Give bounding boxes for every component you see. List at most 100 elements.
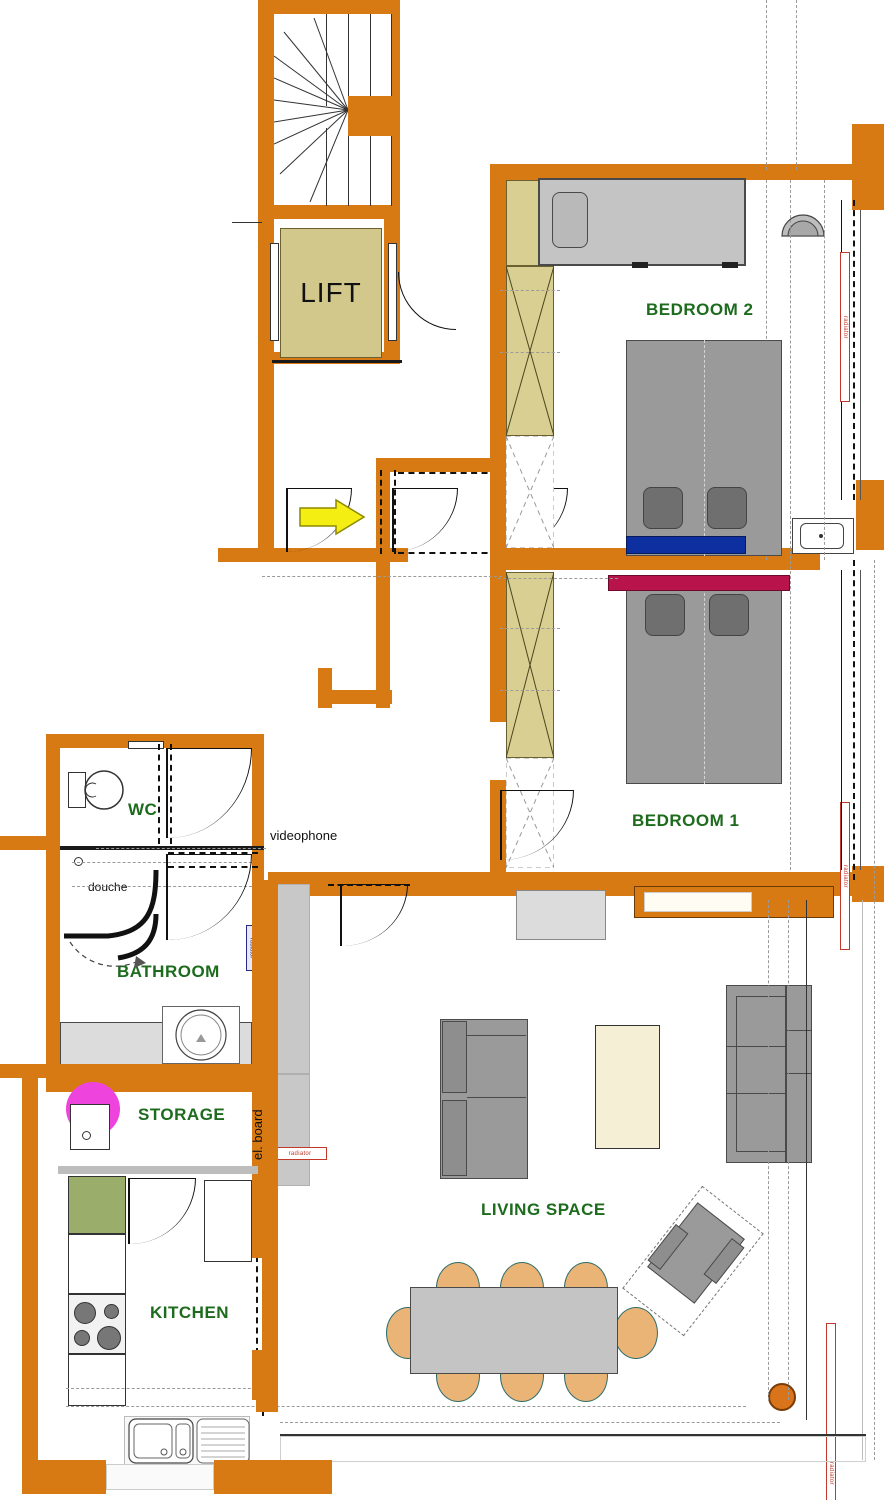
room-label-bedroom2: BEDROOM 2 bbox=[646, 300, 754, 319]
measure-line-bottom bbox=[280, 1422, 780, 1423]
hall-wall-diagonal bbox=[322, 690, 392, 704]
bedroom2-pillow-left bbox=[643, 487, 683, 529]
bedroom2-wardrobe-cross-icon bbox=[506, 266, 554, 436]
bedroom2-wall-top bbox=[490, 164, 864, 180]
wc-window bbox=[128, 741, 164, 749]
kitchen-counter-white bbox=[68, 1234, 126, 1294]
living-hall-door-leaf bbox=[340, 884, 342, 946]
bedroom2-desk-leg-b bbox=[722, 262, 738, 268]
kitchen-sink bbox=[128, 1418, 194, 1464]
living-sofa-right-cush2 bbox=[786, 1073, 812, 1074]
living-facade-line-right bbox=[806, 900, 807, 1420]
stair-treads bbox=[274, 14, 392, 206]
kitchen-axis-1 bbox=[66, 1388, 261, 1389]
entrance-door-jamb-a bbox=[380, 470, 382, 554]
stairwell-wall-left bbox=[258, 0, 274, 214]
bedroom2-facade-line-a bbox=[860, 200, 861, 500]
rad-bed1[interactable]: radiator bbox=[840, 802, 850, 950]
measure-line-top-right-b bbox=[796, 0, 797, 170]
lift-door-left bbox=[270, 243, 279, 341]
living-facade-band-bottom bbox=[280, 1436, 866, 1462]
bedroom1-wall-left bbox=[490, 570, 506, 722]
bedroom1-wardrobe-shelf-1 bbox=[500, 628, 560, 629]
dining-table bbox=[410, 1287, 618, 1374]
living-sofa-left-seat-div bbox=[467, 1097, 526, 1098]
living-sofa-left-arm-b bbox=[442, 1100, 467, 1176]
boiler-cabinet bbox=[70, 1104, 110, 1150]
bedroom1-door-leaf bbox=[500, 790, 502, 860]
living-axis-v3 bbox=[874, 560, 875, 1460]
toilet-bowl bbox=[84, 770, 124, 810]
shower-drain-icon bbox=[74, 857, 83, 866]
measure-line-upper bbox=[262, 576, 502, 577]
kitchen-hob-burner-1 bbox=[74, 1302, 96, 1324]
bathroom-door-head bbox=[168, 852, 258, 854]
shower-axis-h2 bbox=[72, 886, 252, 887]
wc-door-leaf bbox=[166, 748, 168, 838]
bedroom2-desk-chair bbox=[552, 192, 588, 248]
exterior-wall-left-upper bbox=[46, 734, 60, 1078]
shower-door-curve bbox=[64, 870, 159, 968]
douche-label: douche bbox=[88, 880, 128, 894]
living-hall-door-head bbox=[328, 884, 410, 886]
bathroom-basin bbox=[175, 1009, 227, 1061]
videophone-label: videophone bbox=[270, 828, 338, 843]
entrance-door-head bbox=[398, 472, 498, 474]
measure-line-entry bbox=[96, 848, 266, 849]
landing-wall-horizontal bbox=[218, 548, 408, 562]
living-sofa-right-arm bbox=[786, 985, 812, 1163]
exterior-stub-top-right bbox=[856, 124, 884, 210]
wc-door-jamb-b bbox=[170, 744, 172, 844]
bedroom1-glass-line bbox=[841, 570, 842, 870]
living-console bbox=[516, 890, 606, 940]
bedroom1-facade-line bbox=[860, 570, 861, 870]
living-sofa-right-seat-1 bbox=[726, 1046, 786, 1047]
entrance-door-sill bbox=[398, 552, 498, 554]
bedroom2-bed-runner bbox=[626, 536, 746, 554]
kitchen-counter-lower bbox=[68, 1354, 126, 1406]
rad-living[interactable]: radiator bbox=[826, 1323, 836, 1500]
living-facade-line-right2 bbox=[862, 900, 863, 1460]
room-label-bedroom1: BEDROOM 1 bbox=[632, 811, 740, 830]
bedroom2-pillow-right bbox=[707, 487, 747, 529]
exterior-wall-bottom-left bbox=[22, 1460, 106, 1494]
bedroom1-wardrobe-cross-icon bbox=[506, 572, 554, 758]
stairwell-wall-bottom bbox=[258, 205, 400, 219]
lift-lintel bbox=[232, 222, 262, 223]
living-hall-door-swing bbox=[342, 884, 408, 946]
rad-bed2[interactable]: radiator bbox=[840, 252, 850, 402]
living-axis-v2 bbox=[788, 900, 789, 1400]
hall-wall-diag-2 bbox=[318, 668, 332, 708]
bedroom1-bed-center-line bbox=[704, 588, 705, 784]
bedroom2-wall-left bbox=[490, 164, 506, 464]
living-window-glass bbox=[644, 892, 752, 912]
bathroom-door-leaf bbox=[166, 854, 168, 940]
entrance-door-swing-inner bbox=[392, 488, 458, 552]
bathroom-wall-bottom bbox=[46, 1064, 266, 1078]
shower-axis-h1 bbox=[72, 862, 252, 863]
living-sofa-right-seat-2 bbox=[726, 1093, 786, 1094]
rad-entry[interactable]: radiator bbox=[273, 1147, 327, 1160]
lift-threshold bbox=[272, 360, 402, 363]
exterior-wall-bottom-mid bbox=[214, 1460, 332, 1494]
bedroom1-bed-runner bbox=[608, 575, 790, 591]
living-column-dot bbox=[768, 1383, 796, 1411]
room-label-wc: WC bbox=[128, 800, 158, 819]
bedroom1-pillow-right bbox=[709, 594, 749, 636]
kitchen-threshold-dash-a bbox=[256, 1256, 258, 1354]
lift-door-right bbox=[388, 243, 397, 341]
living-sofa-left-back bbox=[467, 1035, 526, 1036]
kitchen-fridge bbox=[204, 1180, 252, 1262]
storage-kitchen-divider bbox=[58, 1166, 258, 1174]
stairwell-wall-right bbox=[392, 0, 400, 214]
exterior-sill-bottom bbox=[106, 1464, 214, 1490]
stair-landing-post bbox=[348, 96, 392, 136]
kitchen-door-swing bbox=[130, 1178, 196, 1244]
landing-wall-vertical bbox=[258, 364, 274, 560]
bathroom-door-sill bbox=[168, 866, 258, 868]
living-sofa-left-arm-a bbox=[442, 1021, 467, 1093]
bedroom2-wardrobe-shelf-1 bbox=[500, 290, 560, 291]
room-label-bathroom: BATHROOM bbox=[117, 962, 220, 981]
bedroom1-door-swing bbox=[502, 790, 574, 860]
